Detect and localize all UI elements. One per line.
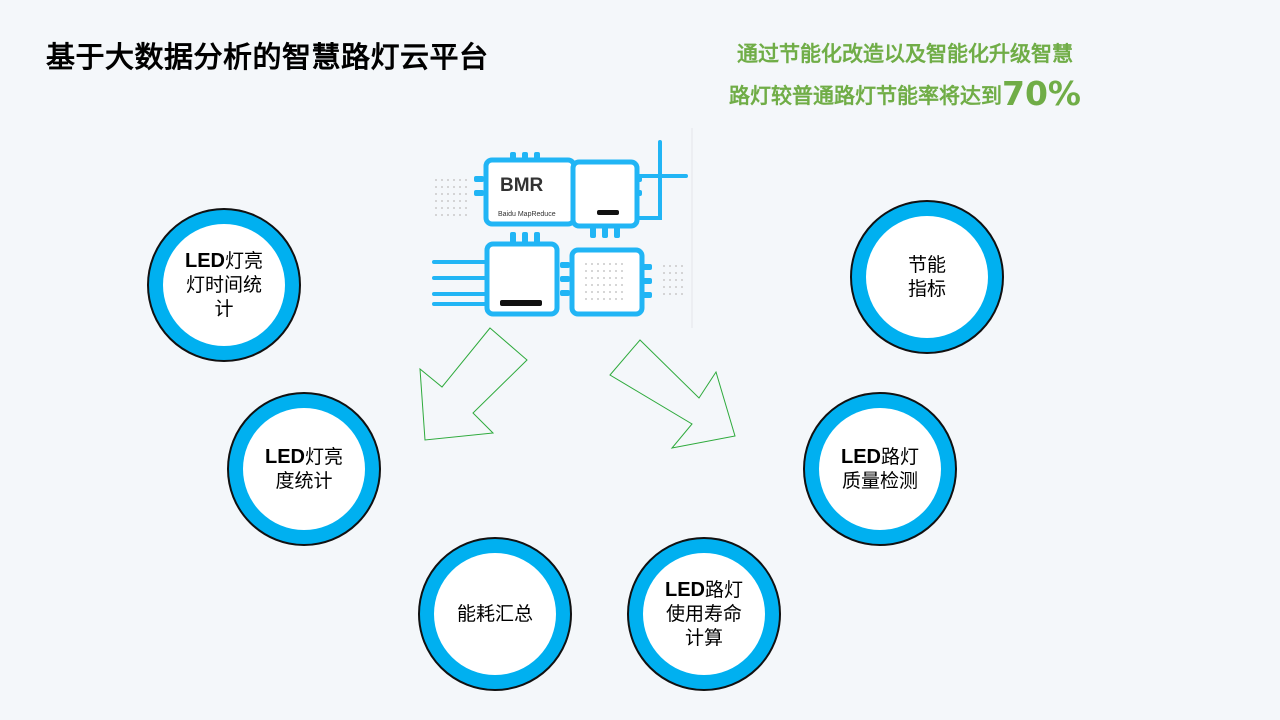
node-led-on-time-lead: LED <box>184 250 225 272</box>
node-led-quality-label: 路灯质量检测 <box>841 446 919 492</box>
node-led-brightness-lead: LED <box>264 446 305 468</box>
chip-subtitle: Baidu MapReduce <box>498 211 556 218</box>
node-led-quality: LED路灯质量检测 <box>803 392 957 546</box>
arrow-down-right-icon <box>609 339 736 449</box>
node-led-lifetime: LED路灯使用寿命计算 <box>627 537 781 691</box>
node-energy-index-label: 节能指标 <box>907 254 946 300</box>
node-led-brightness-label: 灯亮度统计 <box>275 446 343 492</box>
dot-grid-left <box>435 179 467 216</box>
node-led-quality-lead: LED <box>840 446 881 468</box>
bmr-chip-icon: BMR Baidu MapReduce <box>432 128 693 328</box>
energy-saving-claim: 通过节能化改造以及智能化升级智慧 路灯较普通路灯节能率将达到70% <box>680 34 1130 116</box>
chip-brand: BMR <box>500 175 544 196</box>
node-led-lifetime-label: 路灯使用寿命计算 <box>665 579 743 649</box>
page-title: 基于大数据分析的智慧路灯云平台 <box>46 40 489 74</box>
node-energy-index: 节能指标 <box>850 200 1004 354</box>
dot-grid-right <box>663 265 683 295</box>
node-led-brightness: LED灯亮度统计 <box>227 392 381 546</box>
node-led-on-time: LED灯亮灯时间统计 <box>147 208 301 362</box>
node-led-on-time-label: 灯亮灯时间统计 <box>185 250 263 320</box>
claim-line-2: 路灯较普通路灯节能率将达到70% <box>680 74 1130 116</box>
node-energy-summary: 能耗汇总 <box>418 537 572 691</box>
arrow-down-left-icon <box>419 327 528 441</box>
claim-percent: 70% <box>1002 74 1081 113</box>
claim-line-1: 通过节能化改造以及智能化升级智慧 <box>737 42 1073 66</box>
node-energy-summary-label: 能耗汇总 <box>456 603 533 625</box>
claim-line-2-text: 路灯较普通路灯节能率将达到 <box>729 84 1002 108</box>
node-led-lifetime-lead: LED <box>664 579 705 601</box>
